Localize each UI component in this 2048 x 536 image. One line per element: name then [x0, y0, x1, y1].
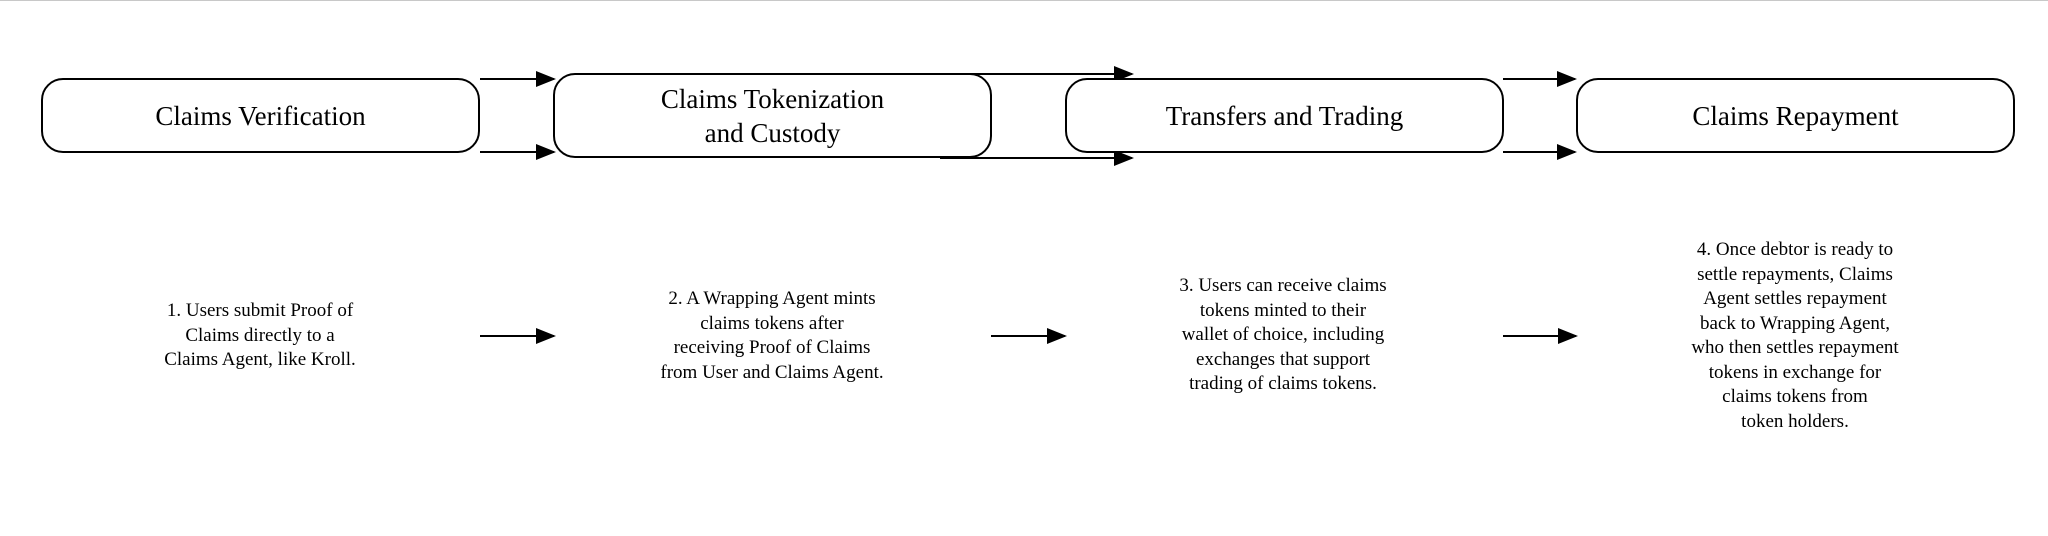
step-line: tokens in exchange for: [1708, 361, 1882, 383]
step-line: Claims directly to a: [185, 324, 335, 346]
step-line: wallet of choice, including: [1181, 324, 1385, 345]
step-line: token holders.: [1741, 410, 1849, 432]
step-line: claims tokens from: [1722, 386, 1868, 407]
step-line: trading of claims tokens.: [1189, 373, 1377, 394]
step-line: settle repayments, Claims: [1697, 263, 1893, 285]
step-line: 3. Users can receive claims: [1179, 275, 1387, 296]
step-description-4: 4. Once debtor is ready to settle repaym…: [1665, 238, 1925, 434]
stage-box-transfers-trading: Transfers and Trading: [1065, 78, 1504, 153]
stage-box-claims-verification: Claims Verification: [41, 78, 480, 153]
step-line: Agent settles repayment: [1703, 288, 1887, 309]
step-line: exchanges that support: [1195, 348, 1371, 370]
step-line: 1. Users submit Proof of: [166, 300, 354, 321]
top-border-line: [0, 0, 2048, 1]
step-line: tokens minted to their: [1199, 299, 1367, 321]
stage-title: Claims Repayment: [1692, 100, 1899, 131]
stage-title: Claims Tokenization and Custody: [661, 82, 884, 150]
step-line: from User and Claims Agent.: [660, 361, 884, 383]
step-description-3: 3. Users can receive claims tokens minte…: [1153, 274, 1413, 397]
step-line: 4. Once debtor is ready to: [1696, 239, 1894, 260]
stage-title: Transfers and Trading: [1165, 100, 1404, 131]
step-line: 2. A Wrapping Agent mints: [668, 288, 876, 309]
stage-box-claims-repayment: Claims Repayment: [1576, 78, 2015, 153]
step-line: Claims Agent, like Kroll.: [164, 349, 356, 370]
step-line: back to Wrapping Agent,: [1700, 312, 1890, 334]
stage-title: Claims Verification: [155, 100, 366, 131]
step-description-2: 2. A Wrapping Agent mints claims tokens …: [642, 287, 902, 385]
step-description-1: 1. Users submit Proof of Claims directly…: [130, 299, 390, 373]
step-line: claims tokens after: [700, 312, 844, 334]
stage-title-line: and Custody: [704, 117, 841, 148]
stage-box-claims-tokenization: Claims Tokenization and Custody: [553, 73, 992, 158]
step-line: receiving Proof of Claims: [673, 337, 871, 358]
step-line: who then settles repayment: [1691, 337, 1899, 358]
stage-title-line: Claims Tokenization: [660, 83, 885, 114]
